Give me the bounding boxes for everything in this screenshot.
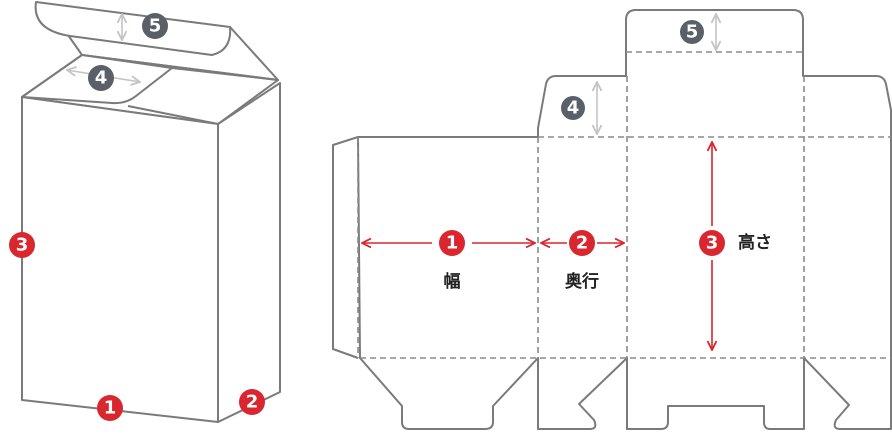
svg-text:4: 4 [95,68,108,89]
width-label: 幅 [444,271,461,292]
lid-tuck-flap [34,1,232,56]
marker-4-box: 4 [88,65,114,91]
svg-text:2: 2 [576,233,589,254]
svg-text:3: 3 [16,235,29,256]
marker-5-dieline: 5 [680,20,704,44]
assembled-box [21,1,281,423]
svg-text:4: 4 [567,98,580,119]
marker-1-width: 1 [432,230,472,256]
marker-2-box: 2 [239,389,265,415]
marker-2-depth: 2 [567,230,597,256]
svg-text:5: 5 [686,22,699,43]
marker-1-box: 1 [97,395,123,421]
svg-text:5: 5 [149,16,162,37]
dieline-outline [357,9,892,430]
marker-5-box: 5 [142,13,168,39]
marker-3-box: 3 [9,232,35,258]
marker-4-dieline: 4 [561,96,585,120]
marker-3-height: 3 [699,226,725,260]
height-label: 高さ [738,232,772,253]
glue-flap [332,136,359,359]
svg-text:1: 1 [446,233,459,254]
box-front-face [21,96,219,423]
box-side-face [217,82,281,423]
svg-text:3: 3 [706,233,719,254]
dieline [332,9,892,430]
svg-text:1: 1 [104,398,117,419]
depth-label: 奥行 [565,271,599,292]
svg-text:2: 2 [246,392,259,413]
